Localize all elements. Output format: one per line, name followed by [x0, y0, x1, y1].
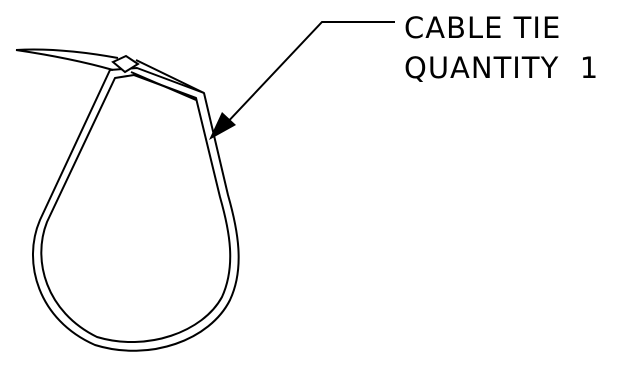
part-name-label: CABLE TIE — [404, 11, 561, 45]
tail-upper-edge — [15, 48, 119, 59]
quantity-label: QUANTITY 1 — [404, 51, 599, 85]
cable-tie-tail — [15, 48, 119, 71]
strap-lower-edge — [130, 71, 197, 101]
cable-tie-strap — [130, 59, 205, 101]
cable-tie-outer-outline — [32, 67, 240, 352]
tail-lower-edge — [15, 49, 114, 71]
strap-upper-edge — [135, 59, 205, 94]
cable-tie-inner-outline — [40, 74, 232, 344]
cable-tie-body — [32, 67, 240, 352]
cable-tie-lock-head — [111, 54, 140, 74]
leader-line — [221, 21, 395, 129]
leader-arrowhead — [209, 112, 236, 140]
